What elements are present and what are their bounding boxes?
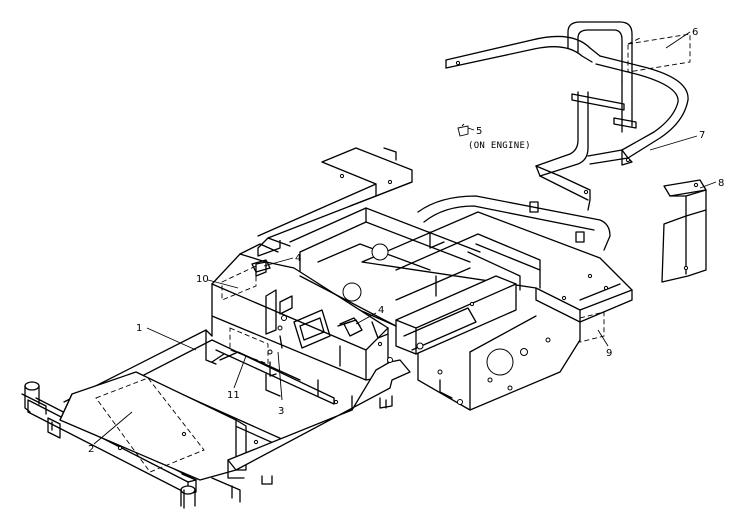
control-panel bbox=[211, 243, 394, 381]
callout-labels: 1 2 3 4 4 5 6 7 8 9 10 11 (ON ENGINE) bbox=[88, 27, 724, 455]
callout-4-lower: 4 bbox=[378, 305, 384, 316]
callout-10: 10 bbox=[196, 274, 209, 285]
side-shield bbox=[661, 179, 707, 283]
callout-8: 8 bbox=[718, 178, 724, 189]
upper-beam bbox=[257, 147, 413, 257]
callout-2: 2 bbox=[88, 444, 94, 455]
callout-6: 6 bbox=[692, 27, 698, 38]
callout-11: 11 bbox=[227, 390, 240, 401]
on-engine-note: (ON ENGINE) bbox=[468, 141, 531, 151]
side-plate bbox=[183, 357, 411, 509]
callout-7: 7 bbox=[699, 130, 705, 141]
callout-9: 9 bbox=[606, 348, 612, 359]
callout-5: 5 bbox=[476, 126, 482, 137]
callout-4-upper: 4 bbox=[295, 253, 301, 264]
leader-lines bbox=[93, 31, 717, 445]
callout-3: 3 bbox=[278, 406, 284, 417]
rollover-bar bbox=[445, 21, 689, 211]
decal-9 bbox=[579, 311, 605, 343]
foot-plate bbox=[59, 371, 247, 481]
cross-supports bbox=[265, 275, 397, 397]
decal-11 bbox=[229, 327, 269, 365]
engine-decal-5 bbox=[457, 123, 469, 137]
decal-6 bbox=[627, 33, 691, 73]
callout-1: 1 bbox=[136, 323, 142, 334]
